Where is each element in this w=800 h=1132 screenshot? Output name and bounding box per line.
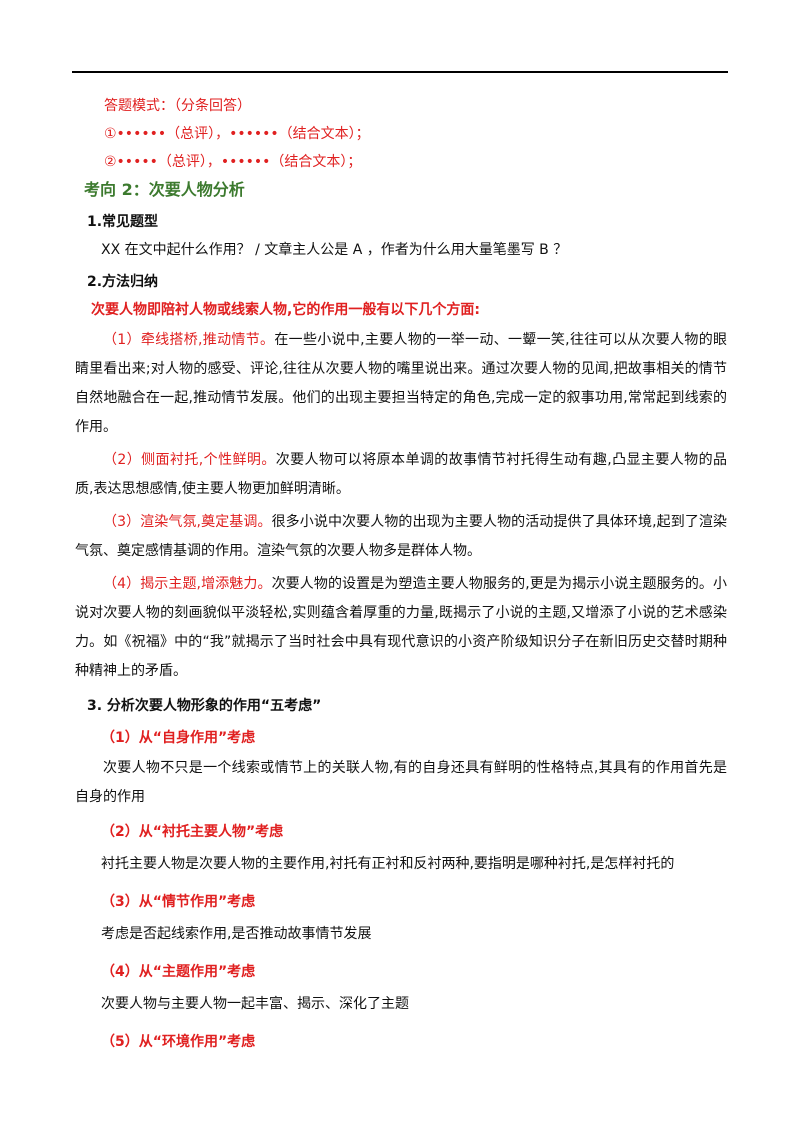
consideration-1-text: 次要人物不只是一个线索或情节上的关联人物,有的自身还具有鲜明的性格特点,其具有的… (75, 760, 727, 805)
method-intro: 次要人物即陪衬人物或线索人物,它的作用一般有以下几个方面: (91, 302, 480, 318)
consideration-3-label: （3）从“情节作用”考虑 (101, 894, 256, 910)
consideration-2-label: （2）从“衬托主要人物”考虑 (101, 824, 284, 840)
header-rule (72, 71, 728, 73)
method-item-3: （3）渲染气氛,奠定基调。很多小说中次要人物的出现为主要人物的活动提供了具体环境… (75, 508, 727, 566)
section-title: 考向 2：次要人物分析 (84, 180, 245, 199)
method-item-4-text: 次要人物的设置是为塑造主要人物服务的,更是为揭示小说主题服务的。小说对次要人物的… (75, 576, 728, 679)
consideration-1-label: （1）从“自身作用”考虑 (101, 730, 256, 746)
method-item-2-text: 次要人物可以将原本单调的故事情节衬托得生动有趣,凸显主要人物的品质,表达思想感情… (75, 452, 727, 497)
consideration-2-text: 衬托主要人物是次要人物的主要作用,衬托有正衬和反衬两种,要指明是哪种衬托,是怎样… (101, 856, 675, 872)
method-item-2: （2）侧面衬托,个性鲜明。次要人物可以将原本单调的故事情节衬托得生动有趣,凸显主… (75, 446, 727, 504)
common-types-heading: 1.常见题型 (87, 214, 159, 230)
method-item-3-label: （3）渲染气氛,奠定基调。 (103, 514, 272, 530)
method-item-3-text: 很多小说中次要人物的出现为主要人物的活动提供了具体环境,起到了渲染气氛、奠定感情… (75, 514, 728, 559)
answer-mode-title: 答题模式：（分条回答） (104, 98, 251, 114)
answer-mode-line-2: ②•••••（总评），••••••（结合文本）； (104, 154, 362, 170)
consideration-5-label: （5）从“环境作用”考虑 (101, 1034, 256, 1050)
method-item-1-label: （1）牵线搭桥,推动情节。 (103, 332, 275, 348)
method-item-4-label: （4）揭示主题,增添魅力。 (103, 576, 272, 592)
answer-mode-line-1: ①••••••（总评），••••••（结合文本）； (104, 126, 370, 142)
five-considerations-heading: 3. 分析次要人物形象的作用“五考虑” (87, 698, 322, 714)
method-item-1-text: 在一些小说中,主要人物的一举一动、一颦一笑,往往可以从次要人物的眼睛里看出来;对… (75, 332, 727, 435)
method-item-4: （4）揭示主题,增添魅力。次要人物的设置是为塑造主要人物服务的,更是为揭示小说主… (75, 570, 727, 686)
method-item-2-label: （2）侧面衬托,个性鲜明。 (103, 452, 276, 468)
method-item-1: （1）牵线搭桥,推动情节。在一些小说中,主要人物的一举一动、一颦一笑,往往可以从… (75, 326, 727, 442)
consideration-3-text: 考虑是否起线索作用,是否推动故事情节发展 (101, 926, 372, 942)
consideration-4-text: 次要人物与主要人物一起丰富、揭示、深化了主题 (101, 996, 409, 1012)
consideration-4-label: （4）从“主题作用”考虑 (101, 964, 256, 980)
method-heading: 2.方法归纳 (87, 274, 159, 290)
common-types-text: XX 在文中起什么作用？ / 文章主人公是 A ，作者为什么用大量笔墨写 B ？ (101, 242, 568, 258)
document-body: 答题模式：（分条回答） ①••••••（总评），••••••（结合文本）； ②•… (75, 94, 727, 1054)
